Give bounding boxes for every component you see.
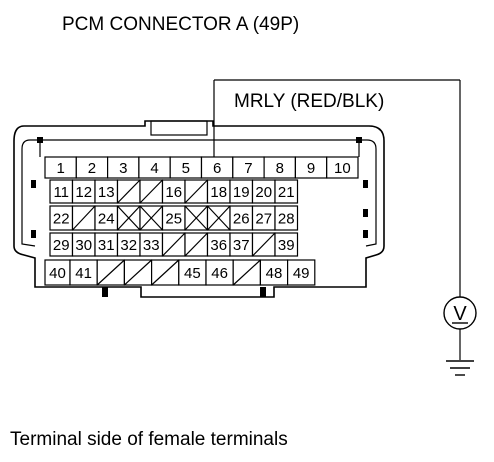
terminal-39 bbox=[274, 232, 299, 257]
blank-diagonal-mark bbox=[184, 232, 208, 257]
terminal-label: 8 bbox=[276, 160, 284, 177]
terminal-label: 26 bbox=[233, 211, 250, 228]
terminal-label: 2 bbox=[88, 160, 96, 177]
blank-diagonal-mark bbox=[151, 259, 180, 286]
terminal-10 bbox=[326, 156, 359, 179]
blank-cross-mark bbox=[207, 205, 231, 231]
terminal-label: 9 bbox=[307, 160, 315, 177]
terminal-label: 18 bbox=[210, 184, 227, 201]
connector-housing bbox=[13, 120, 385, 298]
terminal-label: 27 bbox=[255, 211, 272, 228]
blank-diagonal-mark bbox=[123, 259, 153, 286]
terminal-label: 7 bbox=[244, 160, 252, 177]
terminal-21 bbox=[274, 179, 299, 204]
blank-diagonal-mark bbox=[72, 205, 96, 231]
blank-cross-mark bbox=[139, 205, 163, 231]
terminal-label: 41 bbox=[75, 265, 92, 282]
terminal-41 bbox=[69, 259, 98, 286]
terminal-label: 45 bbox=[184, 265, 201, 282]
terminal-label: 24 bbox=[98, 211, 115, 228]
ground-icon bbox=[446, 360, 474, 376]
terminal-label: 46 bbox=[211, 265, 228, 282]
terminal-label: 11 bbox=[53, 184, 69, 201]
terminal-label: 37 bbox=[233, 237, 250, 254]
diagram-title: PCM CONNECTOR A (49P) bbox=[62, 14, 299, 35]
blank-diagonal-mark bbox=[96, 259, 125, 286]
terminal-label: 32 bbox=[120, 237, 137, 254]
terminal-48 bbox=[259, 259, 289, 286]
terminal-label: 5 bbox=[182, 160, 190, 177]
terminal-label: 36 bbox=[210, 237, 227, 254]
terminal-label: 40 bbox=[49, 265, 66, 282]
terminal-label: 6 bbox=[213, 160, 221, 177]
terminal-label: 12 bbox=[75, 184, 92, 201]
blank-cross-mark bbox=[184, 205, 208, 231]
blank-diagonal-mark bbox=[252, 232, 276, 257]
blank-diagonal-mark bbox=[184, 179, 208, 204]
terminal-28 bbox=[274, 205, 299, 231]
diagram-caption: Terminal side of female terminals bbox=[10, 429, 288, 450]
terminal-label: 19 bbox=[233, 184, 250, 201]
terminal-label: 10 bbox=[334, 160, 351, 177]
terminal-label: 39 bbox=[278, 237, 295, 254]
terminal-label: 28 bbox=[278, 211, 295, 228]
blank-diagonal-mark bbox=[162, 232, 186, 257]
terminal-label: 13 bbox=[98, 184, 115, 201]
terminal-label: 25 bbox=[165, 211, 182, 228]
blank-diagonal-mark bbox=[117, 179, 141, 204]
blank-cross-mark bbox=[117, 205, 141, 231]
terminal-label: 48 bbox=[266, 265, 283, 282]
terminal-label: 31 bbox=[98, 237, 115, 254]
terminal-label: 21 bbox=[278, 184, 295, 201]
terminal-label: 33 bbox=[143, 237, 160, 254]
wire-label: MRLY (RED/BLK) bbox=[234, 91, 384, 112]
mrly-wire bbox=[213, 79, 461, 297]
terminal-label: 49 bbox=[293, 265, 310, 282]
terminal-label: 30 bbox=[75, 237, 92, 254]
terminal-label: 20 bbox=[255, 184, 272, 201]
voltmeter-symbol: V bbox=[453, 303, 467, 325]
terminal-49 bbox=[287, 259, 316, 286]
terminal-label: 4 bbox=[150, 160, 158, 177]
voltmeter-icon bbox=[443, 296, 477, 360]
blank-diagonal-mark bbox=[139, 179, 163, 204]
terminal-label: 22 bbox=[53, 211, 70, 228]
terminal-label: 16 bbox=[165, 184, 182, 201]
terminal-label: 1 bbox=[56, 160, 64, 177]
terminal-label: 3 bbox=[119, 160, 127, 177]
terminal-label: 29 bbox=[53, 237, 70, 254]
blank-diagonal-mark bbox=[232, 259, 261, 286]
terminal-40 bbox=[44, 259, 71, 286]
